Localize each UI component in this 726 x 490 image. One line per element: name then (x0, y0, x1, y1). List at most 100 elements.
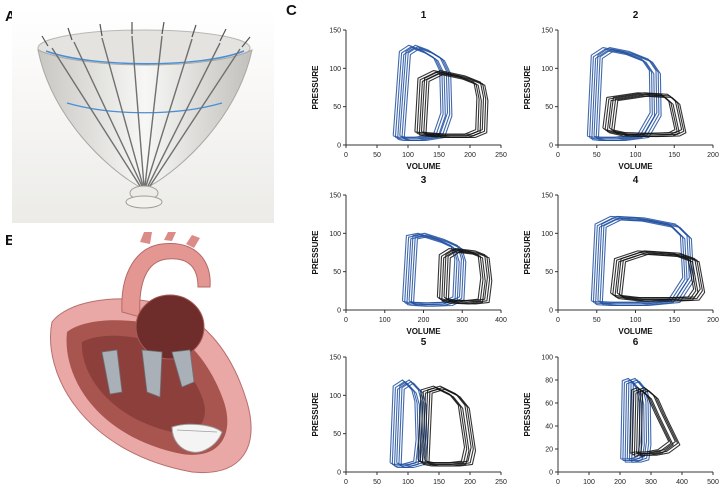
y-tick-label: 0 (337, 143, 341, 150)
x-tick-label: 150 (433, 152, 445, 159)
series-blue-loop (586, 47, 651, 138)
x-tick-label: 200 (418, 317, 430, 324)
x-tick-label: 0 (344, 152, 348, 159)
y-axis-label: PRESSURE (523, 230, 532, 275)
series-black-loop (424, 385, 472, 464)
series-black-loop (426, 387, 474, 465)
x-tick-label: 100 (402, 479, 414, 486)
series-blue-loop (401, 46, 451, 140)
y-axis-label: PRESSURE (523, 65, 532, 110)
y-tick-label: 50 (333, 104, 341, 111)
x-tick-label: 0 (344, 479, 348, 486)
series-black-loop (606, 95, 680, 138)
x-tick-label: 100 (583, 479, 595, 486)
x-tick-label: 0 (556, 152, 560, 159)
series-black-loop (608, 92, 683, 134)
x-axis-label: VOLUME (618, 327, 653, 336)
x-tick-label: 200 (707, 317, 719, 324)
y-tick-label: 60 (545, 401, 553, 408)
series-black-loop (610, 250, 695, 299)
chart-title: 6 (633, 337, 639, 348)
panel-label-c: C (286, 2, 297, 19)
x-tick-label: 250 (495, 152, 507, 159)
series-black-loop (420, 70, 485, 135)
series-black-loop (441, 251, 486, 305)
series-black-loop (439, 249, 484, 303)
series-black-loop (640, 390, 681, 457)
y-tick-label: 100 (541, 66, 553, 73)
series-black-loop (443, 248, 488, 302)
series-blue-loop (406, 235, 460, 307)
y-tick-label: 50 (545, 269, 553, 276)
y-tick-label: 0 (549, 470, 553, 477)
y-axis-label: PRESSURE (311, 230, 320, 275)
y-tick-label: 50 (333, 269, 341, 276)
series-blue-loop (392, 44, 442, 138)
series-black-loop (417, 385, 466, 464)
x-axis-label: VOLUME (406, 162, 441, 171)
chart-title: 1 (421, 10, 427, 21)
x-tick-label: 200 (464, 479, 476, 486)
y-tick-label: 0 (337, 308, 341, 315)
valve-device-illustration (12, 8, 274, 223)
x-tick-label: 150 (433, 479, 445, 486)
y-tick-label: 0 (337, 470, 341, 477)
x-tick-label: 0 (556, 479, 560, 486)
x-tick-label: 200 (464, 152, 476, 159)
x-axis-label: VOLUME (406, 327, 441, 336)
x-axis-label: VOLUME (618, 162, 653, 171)
series-blue-loop (592, 217, 686, 305)
x-tick-label: 500 (707, 479, 719, 486)
x-tick-label: 50 (373, 152, 381, 159)
chart-title: 5 (421, 337, 427, 348)
y-axis-label: PRESSURE (311, 392, 320, 437)
y-axis-label: PRESSURE (523, 392, 532, 437)
series-black-loop (425, 73, 489, 138)
series-black-loop (618, 251, 703, 300)
y-tick-label: 0 (549, 143, 553, 150)
series-blue-loop (410, 234, 465, 306)
chart-title: 4 (633, 175, 639, 186)
panel-label-a: A (5, 8, 16, 25)
y-axis-label: PRESSURE (311, 65, 320, 110)
series-blue-loop (403, 47, 453, 142)
heart-cutaway-illustration (12, 232, 274, 482)
x-tick-label: 150 (668, 317, 680, 324)
x-tick-label: 400 (676, 479, 688, 486)
series-blue-loop (626, 377, 648, 460)
series-blue-loop (631, 381, 652, 463)
series-black-loop (613, 95, 687, 138)
series-black-loop (621, 253, 706, 302)
series-black-loop (611, 93, 685, 136)
series-black-loop (629, 387, 670, 454)
series-black-loop (638, 388, 679, 456)
pv-chart-5: 5050100150200250050100150VOLUMEPRESSURE (311, 337, 507, 490)
x-tick-label: 100 (379, 317, 391, 324)
y-tick-label: 50 (545, 104, 553, 111)
x-tick-label: 150 (668, 152, 680, 159)
y-tick-label: 100 (329, 66, 341, 73)
y-tick-label: 50 (333, 431, 341, 438)
y-tick-label: 150 (329, 355, 341, 362)
series-blue-loop (391, 380, 419, 467)
y-tick-label: 20 (545, 447, 553, 454)
series-black-loop (445, 249, 491, 303)
series-blue-loop (397, 47, 446, 142)
series-blue-loop (624, 381, 645, 463)
chart-title: 2 (633, 10, 639, 21)
y-tick-label: 0 (549, 308, 553, 315)
x-tick-label: 50 (593, 317, 601, 324)
x-tick-label: 100 (630, 152, 642, 159)
y-tick-label: 150 (329, 193, 341, 200)
y-tick-label: 100 (541, 355, 553, 362)
y-tick-label: 80 (545, 378, 553, 385)
panel-label-b: B (5, 232, 16, 249)
series-blue-loop (394, 46, 444, 140)
y-tick-label: 40 (545, 424, 553, 431)
chart-title: 3 (421, 175, 427, 186)
x-tick-label: 0 (556, 317, 560, 324)
